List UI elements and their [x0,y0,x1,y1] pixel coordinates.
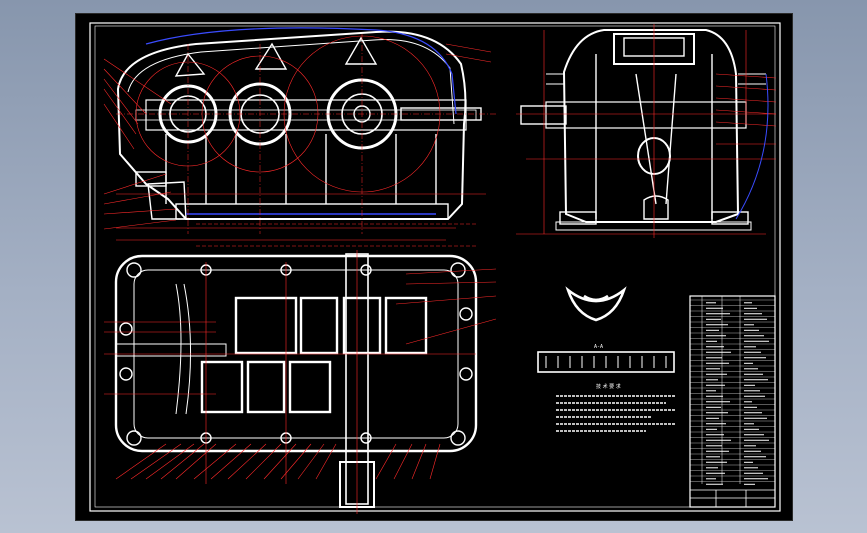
side-view-annotations [516,24,777,238]
detail-sketch [565,286,627,322]
notes-heading: 技 术 要 求 [596,383,621,390]
side-view[interactable] [520,29,766,231]
drawing-inner-border [94,25,776,508]
drawing-border [89,22,781,512]
front-view[interactable] [116,30,482,220]
plan-view-annotations [104,223,497,514]
title-block [689,295,776,508]
section-label: A-A [594,344,603,350]
technical-notes: 技 术 要 求 [556,383,676,432]
parts-list [690,299,775,485]
section-aa: A-A [537,344,675,373]
gearbox-assembly-drawing: A-A 技 术 要 求 [89,22,781,514]
front-view-annotations [103,27,496,241]
plan-view[interactable] [114,253,478,508]
cad-viewport[interactable]: A-A 技 术 要 求 [75,13,793,521]
